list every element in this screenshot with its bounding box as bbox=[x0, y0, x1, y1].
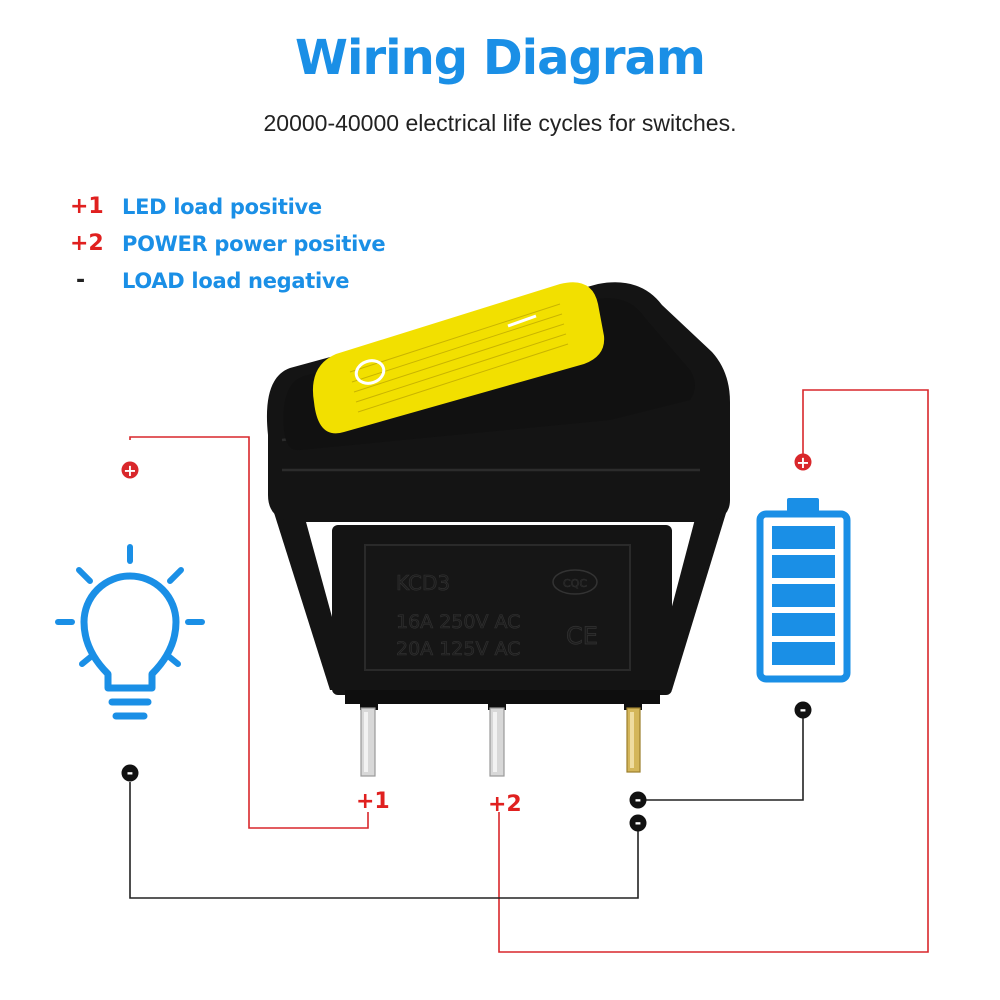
switch-label-panel bbox=[364, 544, 631, 671]
pin3-negative-terminal-bottom: - bbox=[629, 813, 647, 832]
wire-battery-positive-to-pin2 bbox=[498, 389, 929, 953]
switch-model-text: KCD3 bbox=[396, 571, 450, 595]
legend-term: +1 bbox=[70, 194, 104, 219]
legend-term: - bbox=[76, 268, 86, 293]
battery-positive-terminal: + bbox=[794, 453, 812, 472]
rocker-on-symbol-icon bbox=[507, 314, 537, 328]
cqc-mark-text: CQC bbox=[563, 577, 587, 590]
lamp-positive-terminal: + bbox=[121, 461, 139, 480]
rocker-switch: KCD3 16A 250V AC 20A 125V AC CQC CE bbox=[266, 282, 730, 777]
wire-lamp-positive-to-pin1 bbox=[129, 436, 369, 829]
lamp-negative-terminal: - bbox=[121, 763, 139, 782]
svg-text:+: + bbox=[123, 461, 136, 480]
ce-mark-text: CE bbox=[566, 622, 598, 650]
page-title: Wiring Diagram bbox=[295, 30, 706, 86]
switch-leg-left bbox=[270, 500, 352, 690]
svg-text:+: + bbox=[796, 453, 809, 472]
light-bulb-icon bbox=[55, 544, 205, 720]
cqc-mark-icon bbox=[552, 569, 598, 595]
rocker-texture bbox=[349, 303, 569, 413]
legend-description: LED load positive bbox=[122, 195, 322, 219]
battery-icon bbox=[756, 498, 851, 683]
svg-text:-: - bbox=[635, 813, 642, 832]
switch-base-strip bbox=[345, 690, 660, 704]
wire-battery-negative-to-pin3 bbox=[642, 718, 804, 801]
pin-1-label: +1 bbox=[356, 789, 390, 814]
pin-2-label: +2 bbox=[488, 792, 522, 817]
pin-1 bbox=[360, 698, 378, 777]
pin-2 bbox=[488, 698, 506, 777]
svg-text:-: - bbox=[800, 700, 807, 719]
legend-term: +2 bbox=[70, 231, 104, 256]
page-subtitle: 20000-40000 electrical life cycles for s… bbox=[263, 110, 737, 136]
battery-negative-terminal: - bbox=[794, 700, 812, 719]
rocker-off-symbol-icon bbox=[354, 359, 386, 385]
pin3-negative-terminal-top: - bbox=[629, 790, 647, 809]
svg-text:-: - bbox=[127, 763, 134, 782]
legend-description: LOAD load negative bbox=[122, 269, 350, 293]
switch-rating-2-text: 20A 125V AC bbox=[396, 638, 520, 660]
switch-rating-1-text: 16A 250V AC bbox=[396, 611, 520, 633]
wire-lamp-negative-to-pin3 bbox=[129, 782, 639, 899]
legend-description: POWER power positive bbox=[122, 232, 386, 256]
svg-text:-: - bbox=[635, 790, 642, 809]
pin-3 bbox=[624, 698, 642, 773]
